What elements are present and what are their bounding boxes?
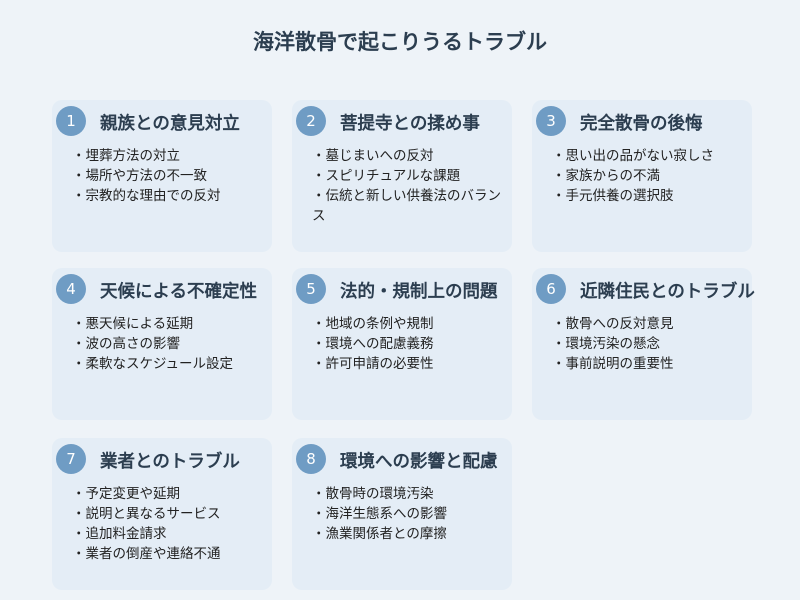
item-list: ・思い出の品がない寂しさ・家族からの不満・手元供養の選択肢 [552,146,744,206]
page-title: 海洋散骨で起こりうるトラブル [253,30,547,54]
list-item: ・思い出の品がない寂しさ [552,148,714,164]
list-item: ・散骨への反対意見 [552,316,674,332]
list-item: ・環境への配慮義務 [312,336,434,352]
item-list: ・悪天候による延期・波の高さの影響・柔軟なスケジュール設定 [72,314,264,374]
card-title: 天候による不確定性 [100,282,257,302]
number-badge: 3 [536,106,566,136]
card-title: 完全散骨の後悔 [580,114,703,134]
list-item: ・手元供養の選択肢 [552,188,674,204]
trouble-card: 8 環境への影響と配慮・散骨時の環境汚染・海洋生態系への影響・漁業関係者との摩擦 [292,438,512,590]
list-item: ・地域の条例や規制 [312,316,434,332]
trouble-card: 4 天候による不確定性・悪天候による延期・波の高さの影響・柔軟なスケジュール設定 [52,268,272,420]
card-title: 法的・規制上の問題 [340,282,498,302]
list-item: ・散骨時の環境汚染 [312,486,434,502]
trouble-card: 3 完全散骨の後悔・思い出の品がない寂しさ・家族からの不満・手元供養の選択肢 [532,100,752,252]
list-item: ・業者の倒産や連絡不通 [72,546,221,562]
list-item: ・場所や方法の不一致 [72,168,207,184]
item-list: ・墓じまいへの反対・スピリチュアルな課題・伝統と新しい供養法のバランス [312,146,504,226]
trouble-card: 2 菩提寺との揉め事・墓じまいへの反対・スピリチュアルな課題・伝統と新しい供養法の… [292,100,512,252]
list-item: ・悪天候による延期 [72,316,194,332]
list-item: ・予定変更や延期 [72,486,180,502]
list-item: ・海洋生態系への影響 [312,506,447,522]
list-item: ・許可申請の必要性 [312,356,434,372]
number-badge: 7 [56,444,86,474]
list-item: ・波の高さの影響 [72,336,180,352]
card-title: 親族との意見対立 [100,114,240,134]
list-item: ・スピリチュアルな課題 [312,168,461,184]
item-list: ・地域の条例や規制・環境への配慮義務・許可申請の必要性 [312,314,504,374]
list-item: ・環境汚染の懸念 [552,336,660,352]
list-item: ・事前説明の重要性 [552,356,674,372]
list-item: ・説明と異なるサービス [72,506,221,522]
item-list: ・散骨時の環境汚染・海洋生態系への影響・漁業関係者との摩擦 [312,484,504,544]
list-item: ・漁業関係者との摩擦 [312,526,447,542]
list-item: ・埋葬方法の対立 [72,148,180,164]
trouble-card: 5 法的・規制上の問題・地域の条例や規制・環境への配慮義務・許可申請の必要性 [292,268,512,420]
list-item: ・家族からの不満 [552,168,660,184]
list-item: ・柔軟なスケジュール設定 [72,356,234,372]
card-title: 環境への影響と配慮 [340,452,498,472]
card-title: 近隣住民とのトラブル [580,282,755,302]
card-title: 業者とのトラブル [100,452,240,472]
item-list: ・予定変更や延期・説明と異なるサービス・追加料金請求・業者の倒産や連絡不通 [72,484,264,564]
list-item: ・墓じまいへの反対 [312,148,434,164]
number-badge: 5 [296,274,326,304]
number-badge: 4 [56,274,86,304]
list-item: ・宗教的な理由での反対 [72,188,221,204]
item-list: ・散骨への反対意見・環境汚染の懸念・事前説明の重要性 [552,314,744,374]
trouble-card: 7 業者とのトラブル・予定変更や延期・説明と異なるサービス・追加料金請求・業者の倒… [52,438,272,590]
number-badge: 8 [296,444,326,474]
trouble-card: 6 近隣住民とのトラブル・散骨への反対意見・環境汚染の懸念・事前説明の重要性 [532,268,755,420]
number-badge: 6 [536,274,566,304]
item-list: ・埋葬方法の対立・場所や方法の不一致・宗教的な理由での反対 [72,146,264,206]
number-badge: 1 [56,106,86,136]
list-item: ・追加料金請求 [72,526,167,542]
trouble-card: 1 親族との意見対立・埋葬方法の対立・場所や方法の不一致・宗教的な理由での反対 [52,100,272,252]
card-title: 菩提寺との揉め事 [340,114,480,134]
list-item: ・伝統と新しい供養法のバランス [312,188,501,224]
number-badge: 2 [296,106,326,136]
